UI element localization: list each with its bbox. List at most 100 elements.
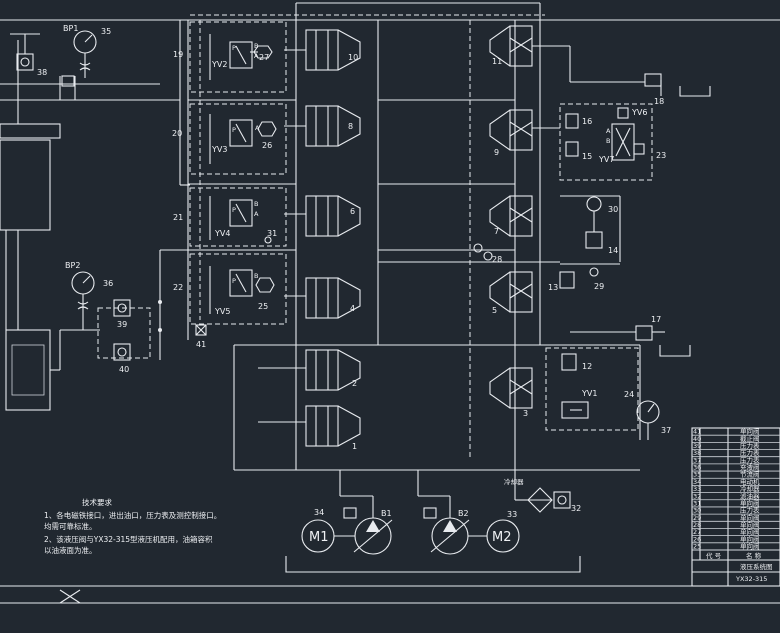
label-yv7: YV7 [598, 155, 614, 164]
title-block-row-name: 压力表 [740, 455, 760, 464]
title-block-row-name: 单向阀 [740, 498, 760, 507]
label-m2: M2 [492, 530, 512, 545]
label-10: 10 [348, 53, 358, 62]
pump-motor-1 [301, 470, 393, 555]
title-block-row-name: 压力表 [740, 448, 760, 457]
title-block-row-code: 40 [693, 435, 701, 443]
cartridge-valve-11 [489, 25, 570, 67]
title-block-row-code: 25 [693, 543, 701, 551]
solenoid-valve-yv5 [189, 253, 287, 325]
label-a-3: A [254, 210, 259, 218]
label-yv3: YV3 [211, 145, 227, 154]
cartridge-valve-2 [258, 349, 361, 391]
valve-39-40 [59, 250, 162, 370]
title-block-name-header: 名 称 [746, 551, 762, 560]
pipes-left [0, 20, 189, 340]
title-block-row-code: 27 [693, 528, 701, 536]
label-a-1: A [254, 52, 259, 60]
solenoid-valve-yv3 [189, 103, 287, 175]
label-14: 14 [608, 246, 618, 255]
notes-title: 技术要求 [82, 497, 112, 507]
title-block-row-code: 39 [693, 442, 701, 450]
label-23: 23 [656, 151, 666, 160]
title-block-row-code: 33 [693, 485, 701, 493]
cartridge-valve-7 [489, 195, 533, 237]
title-block-row-code: 41 [693, 428, 701, 436]
label-29: 29 [594, 282, 604, 291]
label-bp1: BP1 [63, 24, 78, 33]
tank-pumps [285, 556, 581, 573]
title-block-row-name: 充液阀 [740, 463, 760, 472]
title-block-row-name: 压力表 [740, 506, 760, 515]
label-18: 18 [654, 97, 664, 106]
label-b-5: B [606, 137, 610, 145]
label-b-1: B [254, 42, 258, 50]
pipes-horizontal [160, 99, 560, 263]
pressure-gauge-bp1 [73, 30, 97, 78]
tank-17 [570, 325, 691, 357]
title-block-row-code: 30 [693, 507, 701, 515]
title-block-row-name: 电动机 [740, 477, 760, 486]
label-yv6: YV6 [631, 108, 647, 117]
technical-notes: 技术要求 1、各电磁铁接口，进出油口，压力表及测控制接口。 均需可靠标准。 2、… [44, 497, 221, 555]
label-12: 12 [582, 362, 592, 371]
label-b-4: B [254, 272, 258, 280]
label-cooler: 冷却器 [504, 477, 524, 486]
pressure-gauge-37 [636, 400, 660, 440]
title-block-row-code: 26 [693, 535, 701, 543]
title-block-row-name: 节流阀 [740, 470, 760, 479]
cartridge-valve-4 [284, 277, 361, 319]
label-p-4: P [232, 277, 236, 285]
label-40: 40 [119, 365, 129, 374]
label-p-2: P [232, 126, 236, 134]
label-39: 39 [117, 320, 127, 329]
title-block-row-code: 36 [693, 464, 701, 472]
label-19: 19 [173, 50, 183, 59]
cartridge-valve-9 [489, 109, 560, 151]
title-block-row-code: 35 [693, 471, 701, 479]
label-3: 3 [523, 409, 528, 418]
label-36: 36 [103, 279, 113, 288]
label-26: 26 [262, 141, 272, 150]
notes-line-1: 1、各电磁铁接口，进出油口，压力表及测控制接口。 [44, 510, 221, 520]
title-block-row-name: 冷却器 [740, 484, 760, 493]
label-15: 15 [582, 152, 592, 161]
label-a-5: A [606, 127, 611, 135]
valve-16-15-yv6-yv7 [559, 103, 653, 181]
main-cylinder [0, 40, 61, 411]
label-1: 1 [352, 442, 357, 451]
label-2: 2 [352, 379, 357, 388]
title-block-row-code: 34 [693, 478, 701, 486]
cartridge-valve-10 [284, 29, 361, 71]
solenoid-valve-yv2 [189, 21, 287, 93]
title-block-row-name: 单向阀 [740, 513, 760, 522]
title-block-code-header: 代 号 [706, 551, 722, 560]
label-11: 11 [492, 57, 502, 66]
label-33: 33 [507, 510, 517, 519]
label-8: 8 [348, 122, 353, 131]
label-28: 28 [492, 255, 502, 264]
solenoid-valve-yv4 [189, 187, 287, 247]
label-31: 31 [267, 229, 277, 238]
title-block-row-code: 32 [693, 492, 701, 500]
title-block-row-name: 单向阀 [740, 520, 760, 529]
label-5: 5 [492, 306, 497, 315]
title-block-row-name: 单向阀 [740, 534, 760, 543]
title-block-drawing-name: 液压系统图 [740, 562, 773, 571]
label-7: 7 [494, 227, 499, 236]
title-block-row-code: 31 [693, 499, 701, 507]
cartridge-valve-5 [489, 271, 533, 313]
label-6: 6 [350, 207, 355, 216]
label-4: 4 [350, 304, 355, 313]
title-block-row-name: 单向阀 [740, 542, 760, 551]
label-m1: M1 [309, 530, 329, 545]
label-yv2: YV2 [211, 60, 227, 69]
label-b1: B1 [381, 509, 392, 518]
cartridge-valve-3 [489, 367, 533, 409]
label-9: 9 [494, 148, 499, 157]
check-valve-41 [195, 324, 207, 336]
label-21: 21 [173, 213, 183, 222]
label-p-1: P [232, 44, 236, 52]
label-34: 34 [314, 508, 324, 517]
cartridge-valve-1 [258, 405, 361, 447]
